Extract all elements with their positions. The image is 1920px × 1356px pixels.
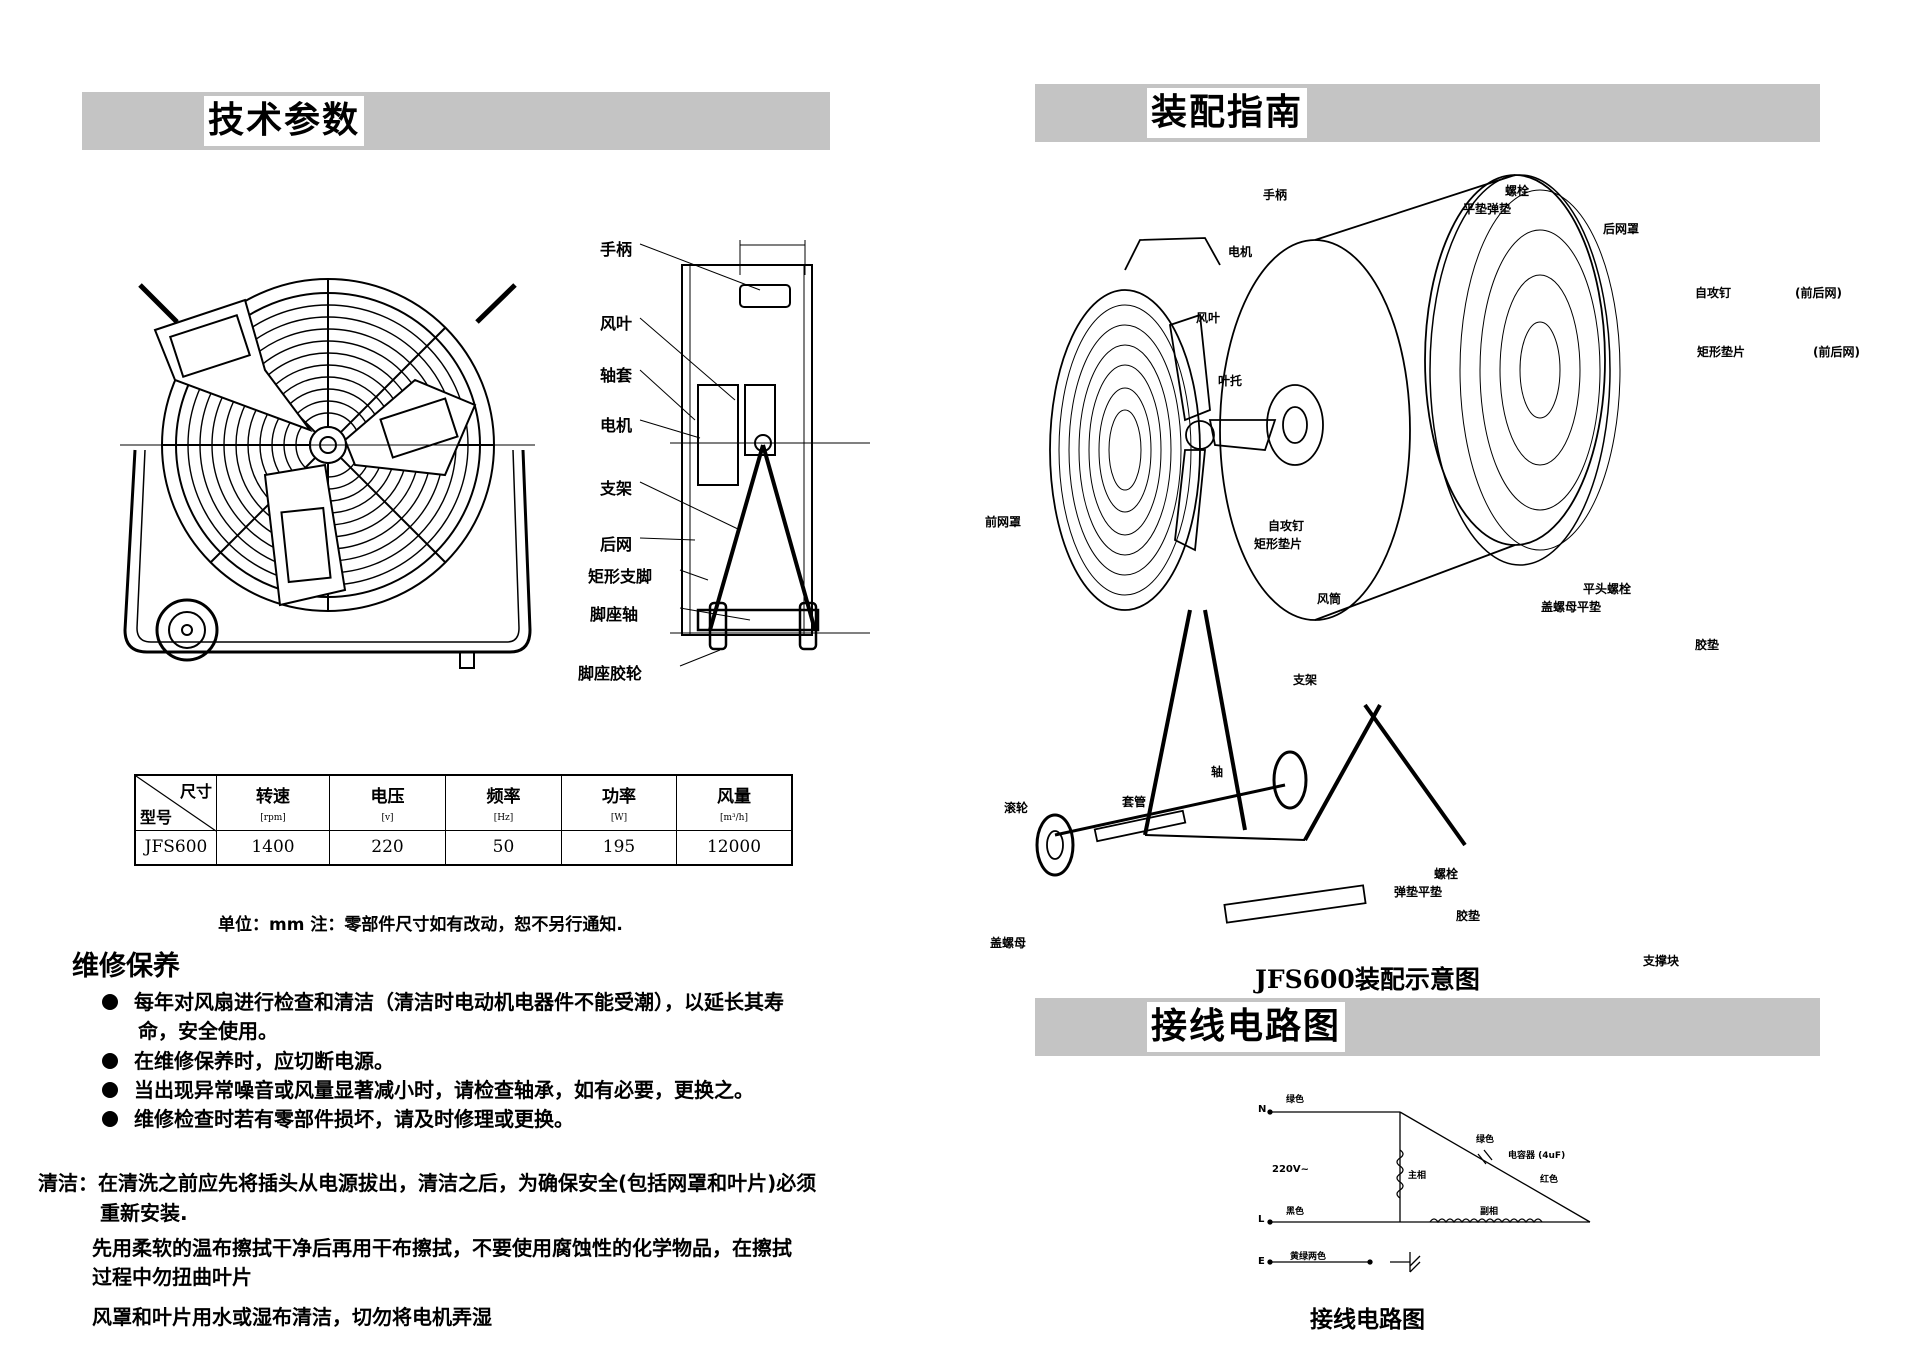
wire-cap: 电容器 (4uF) [1508, 1151, 1566, 1161]
bullet-3: 当出现异常噪音或风量显著减小时，请检查轴承，如有必要，更换之。 [102, 1076, 754, 1105]
bullet-dot [102, 994, 118, 1010]
cell-speed: 1400 [216, 829, 330, 866]
col-power: 功率[W] [561, 774, 677, 831]
label-handle: 手柄 [600, 240, 633, 259]
col-speed: 转速[rpm] [216, 774, 330, 831]
wiring-section-title: 接线电路图 [1147, 1002, 1346, 1052]
wiring-header-bar: 接线电路图 [1035, 998, 1820, 1056]
asm-bolt2: 螺栓 [1434, 867, 1459, 881]
cleaning-line-5: 风罩和叶片用水或湿布清洁，切勿将电机弄湿 [92, 1305, 492, 1329]
spec-table: 尺寸 型号 转速[rpm] 电压[v] 频率[Hz] 功率[W] 风量[m³/h… [134, 774, 793, 866]
asm-pad2: 矩形垫片 [1254, 537, 1303, 551]
wire-aux: 副相 [1480, 1207, 1499, 1217]
side-leader-lines [639, 243, 761, 667]
asm-rubber2: 胶垫 [1456, 909, 1481, 923]
asm-rear-guard: 后网罩 [1603, 222, 1640, 236]
label-stand: 支架 [600, 479, 633, 498]
bullet-dot [102, 1111, 118, 1127]
cleaning-line-3: 先用柔软的温布擦拭干净后再用干布擦拭，不要使用腐蚀性的化学物品，在擦拭 [92, 1236, 792, 1260]
wire-main: 主相 [1408, 1171, 1427, 1181]
label-motor: 电机 [600, 416, 633, 435]
wiring-caption: 接线电路图 [1310, 1307, 1425, 1333]
asm-flat-bolt: 平头螺栓 [1583, 582, 1632, 596]
wire-red: 红色 [1540, 1175, 1559, 1185]
corner-bottom: 型号 [140, 807, 173, 827]
fan-front-drawing [120, 278, 535, 669]
asm-stand: 支架 [1293, 673, 1318, 687]
asm-bolt: 螺栓 [1505, 184, 1530, 198]
asm-rubber: 胶垫 [1695, 638, 1720, 652]
assembly-section-title: 装配指南 [1147, 88, 1308, 138]
asm-blade: 风叶 [1196, 311, 1221, 325]
bullet-dot [102, 1053, 118, 1069]
bullet-4: 维修检查时若有零部件损坏，请及时修理或更换。 [102, 1105, 574, 1134]
asm-wheel: 滚轮 [1004, 801, 1029, 815]
assembly-drawing [1035, 174, 1621, 924]
asm-screw: 自攻钉 [1695, 286, 1732, 300]
label-rear-guard: 后网 [600, 535, 633, 554]
asm-screw-note: (前后网) [1795, 286, 1842, 300]
asm-sleeve: 套管 [1122, 795, 1147, 809]
asm-motor: 电机 [1228, 245, 1253, 259]
label-foot-axle: 脚座轴 [590, 605, 639, 624]
wire-voltage: 220V~ [1272, 1164, 1309, 1175]
col-airflow: 风量[m³/h] [676, 774, 793, 831]
maintenance-title: 维修保养 [72, 951, 180, 982]
asm-pad-note: (前后网) [1813, 345, 1860, 359]
spec-section-title: 技术参数 [204, 96, 365, 146]
corner-top: 尺寸 [179, 782, 212, 801]
asm-pad: 矩形垫片 [1697, 345, 1746, 359]
assembly-header-bar: 装配指南 [1035, 84, 1820, 142]
label-blade: 风叶 [600, 314, 633, 333]
label-foot-wheel: 脚座胶轮 [578, 664, 643, 683]
cell-voltage: 220 [329, 829, 446, 866]
wire-e: E [1258, 1256, 1265, 1267]
bullet-2: 在维修保养时，应切断电源。 [102, 1047, 394, 1076]
cell-frequency: 50 [445, 829, 562, 866]
unit-note: 单位：mm 注：零部件尺寸如有改动，恕不另行通知. [218, 915, 623, 935]
wiring-diagram [1267, 1109, 1591, 1273]
asm-cap-nut: 盖螺母 [990, 936, 1027, 950]
asm-front-guard: 前网罩 [985, 515, 1022, 529]
cleaning-line-4: 过程中勿扭曲叶片 [92, 1265, 252, 1289]
asm-screw2: 自攻钉 [1268, 519, 1305, 533]
asm-hub: 叶托 [1218, 374, 1243, 388]
label-rect-foot: 矩形支脚 [588, 567, 653, 586]
asm-handle: 手柄 [1263, 188, 1288, 202]
bullet-1: 每年对风扇进行检查和清洁（清洁时电动机电器件不能受潮），以延长其寿 命，安全使用… [102, 988, 784, 1046]
asm-support: 支撑块 [1643, 954, 1680, 968]
wire-green: 绿色 [1286, 1095, 1305, 1105]
spec-header-bar: 技术参数 [82, 92, 830, 150]
cleaning-line-1: 清洁：在清洗之前应先将插头从电源拔出，清洁之后，为确保安全(包括网罩和叶片)必须 [38, 1171, 817, 1195]
table-corner-cell: 尺寸 型号 [134, 774, 217, 832]
asm-flat-spring: 平垫弹垫 [1463, 202, 1512, 216]
asm-cap-nut-washer: 盖螺母平垫 [1541, 600, 1602, 614]
wire-black: 黑色 [1286, 1207, 1305, 1217]
asm-drum: 风筒 [1317, 592, 1342, 606]
asm-spring-washer: 弹垫平垫 [1394, 885, 1443, 899]
bullet-dot [102, 1082, 118, 1098]
cell-model: JFS600 [134, 829, 217, 866]
wire-l: L [1258, 1214, 1265, 1225]
cell-airflow: 12000 [676, 829, 793, 866]
col-voltage: 电压[v] [329, 774, 446, 831]
cleaning-line-2: 重新安装. [100, 1201, 188, 1225]
cell-power: 195 [561, 829, 677, 866]
col-frequency: 频率[Hz] [445, 774, 562, 831]
wire-green2: 绿色 [1476, 1135, 1495, 1145]
assembly-caption: JFS600装配示意图 [1255, 965, 1480, 994]
asm-axle: 轴 [1211, 765, 1224, 779]
wire-n: N [1258, 1104, 1267, 1115]
table-row: JFS600 1400 220 50 195 12000 [134, 829, 793, 866]
wire-yellow-green: 黄绿两色 [1290, 1252, 1327, 1262]
fan-side-drawing [670, 240, 870, 651]
label-bushing: 轴套 [600, 366, 633, 385]
